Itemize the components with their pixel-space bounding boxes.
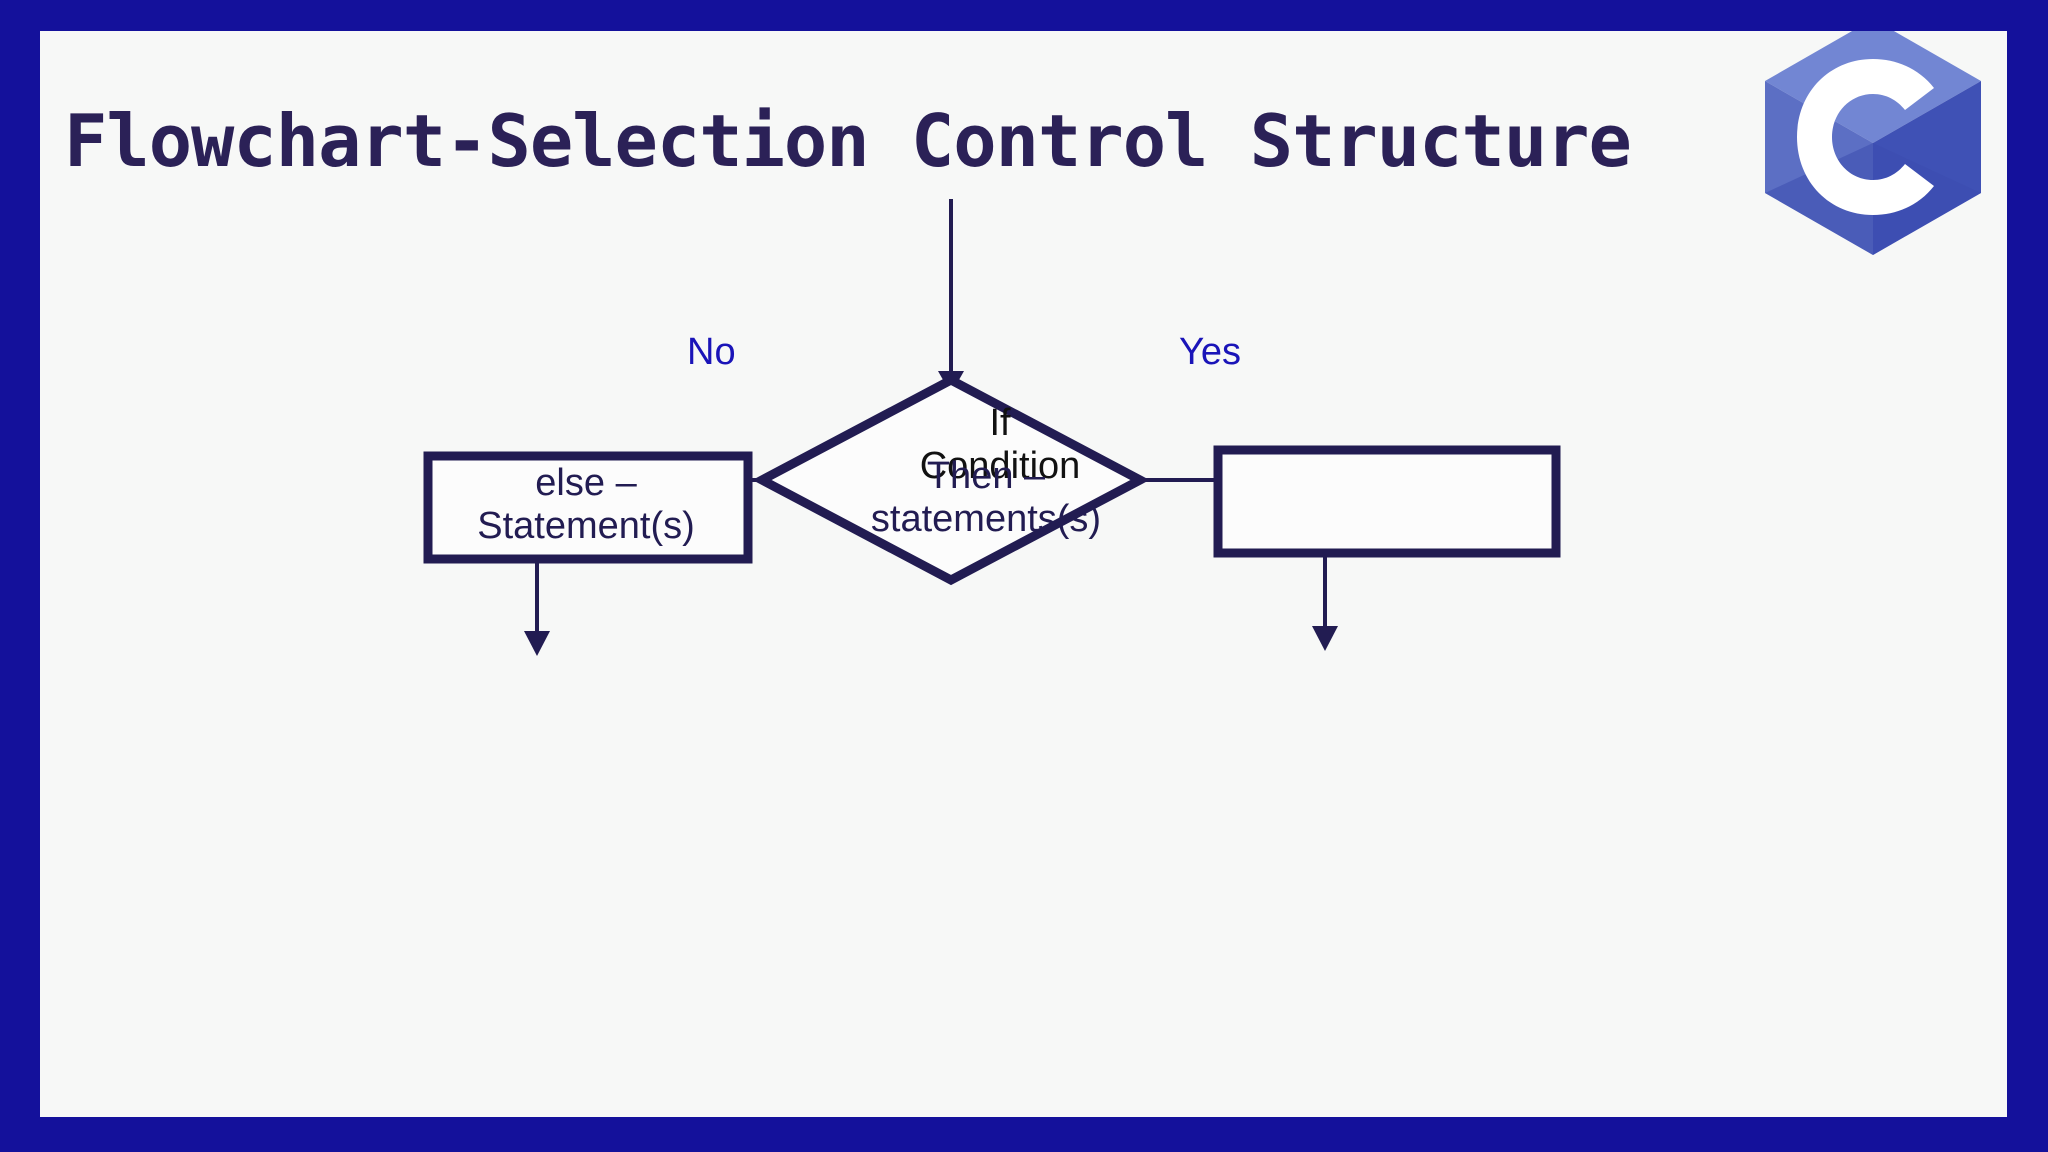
flowchart-diagram: No Yes If Condition else – Statement(s) … [40,31,2007,1117]
c-language-logo [1759,31,1987,261]
decision-node-label: If Condition [919,402,1081,487]
slide-content-panel: Flowchart-Selection Control Structure [40,31,2007,1117]
else-node-label: else – Statement(s) [477,462,695,547]
flowchart-svg [423,199,1561,656]
branch-label-no: No [687,331,736,373]
edge-entry-to-decision [938,199,964,394]
branch-label-yes: Yes [1179,331,1241,373]
then-statement-box [1213,445,1561,558]
then-node-label: Then – statements(s) [870,455,1102,540]
page-title: Flowchart-Selection Control Structure [64,99,1632,184]
else-statement-box [423,451,753,564]
decision-diamond [752,374,1150,586]
